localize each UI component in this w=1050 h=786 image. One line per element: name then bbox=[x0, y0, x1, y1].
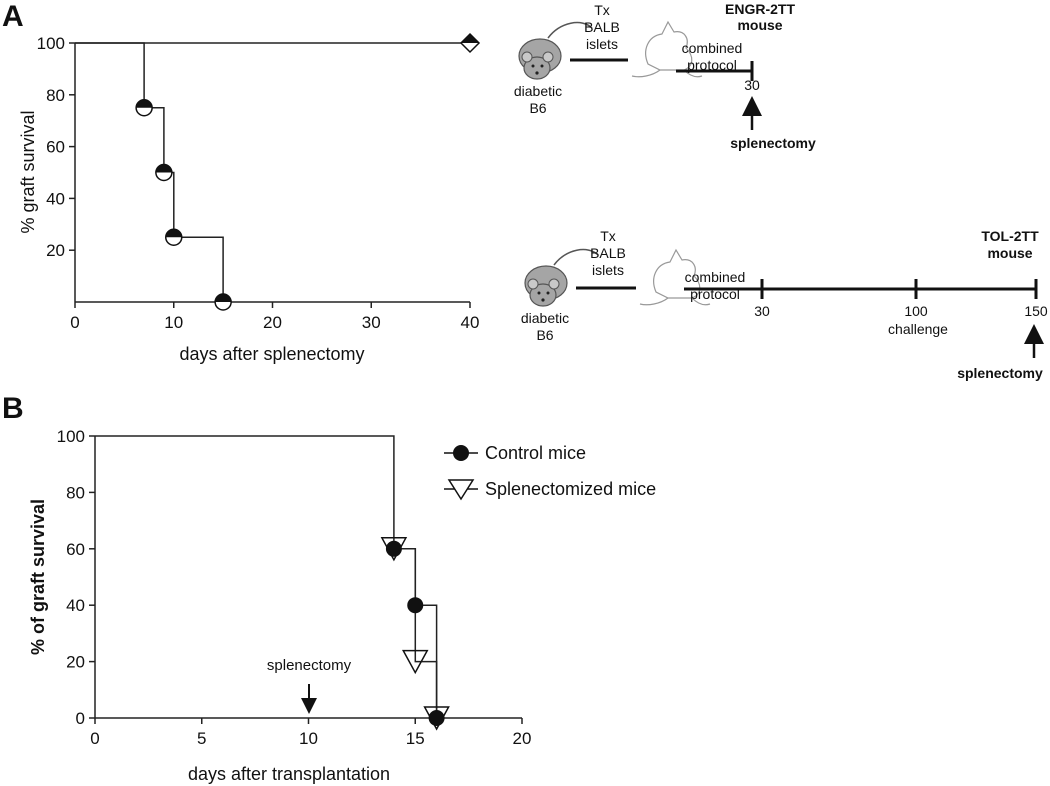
engr-recipient-line2: B6 bbox=[529, 100, 546, 116]
engr-tx-line1: Tx bbox=[594, 2, 610, 18]
legend-control-label: Control mice bbox=[485, 443, 586, 463]
legend-control-marker bbox=[453, 445, 469, 461]
engr-tx-line3: islets bbox=[586, 36, 618, 52]
y-tick-label: 80 bbox=[46, 86, 65, 105]
tol-protocol-line2: protocol bbox=[690, 286, 740, 302]
series-line-0 bbox=[75, 42, 224, 302]
legend-splenectomized-label: Splenectomized mice bbox=[485, 479, 656, 499]
engr-splenectomy-label: splenectomy bbox=[730, 135, 816, 151]
chart-b-annotation: splenectomy bbox=[267, 657, 352, 674]
donor-mouse-icon bbox=[639, 248, 711, 306]
legend-splenectomized-marker bbox=[447, 479, 475, 501]
tol-day-100: 100 bbox=[904, 303, 928, 319]
data-point bbox=[380, 537, 408, 562]
data-point bbox=[459, 32, 481, 54]
x-tick-label: 30 bbox=[362, 313, 381, 332]
chart-a-y-label: % graft survival bbox=[18, 110, 38, 233]
x-tick-label: 15 bbox=[406, 729, 425, 748]
tol-tx-line1: Tx bbox=[600, 228, 616, 244]
chart-b-ticks: 0 5 10 15 20 0 20 40 60 80 100 bbox=[57, 427, 532, 748]
chart-b: 0 5 10 15 20 0 20 40 60 80 100 splenectomy days af… bbox=[28, 427, 656, 784]
data-point bbox=[423, 706, 450, 731]
chart-b-x-label: days after transplantation bbox=[188, 764, 390, 784]
engr-2tt-scheme: diabetic B6 Tx BALB islets combined prot… bbox=[514, 1, 816, 151]
chart-a-series-lines bbox=[75, 42, 470, 302]
chart-b-legend: Control mice Splenectomized mice bbox=[444, 443, 656, 501]
chart-a-ticks: 0 10 20 30 40 20 40 60 80 100 bbox=[37, 34, 480, 332]
tol-title-line2: mouse bbox=[987, 245, 1032, 261]
y-tick-label: 40 bbox=[46, 189, 65, 208]
tol-protocol-line1: combined bbox=[685, 269, 746, 285]
tol-2tt-scheme: diabetic B6 Tx BALB islets combined prot… bbox=[521, 228, 1048, 381]
y-tick-label: 100 bbox=[57, 427, 85, 446]
diabetic-mouse-icon bbox=[518, 21, 593, 80]
data-point bbox=[135, 99, 153, 117]
engr-title-line2: mouse bbox=[737, 17, 782, 33]
chart-b-markers bbox=[380, 537, 450, 731]
engr-tx-line2: BALB bbox=[584, 19, 620, 35]
y-tick-label: 60 bbox=[46, 138, 65, 157]
data-point bbox=[407, 597, 424, 614]
x-tick-label: 20 bbox=[263, 313, 282, 332]
x-tick-label: 5 bbox=[197, 729, 206, 748]
data-point bbox=[155, 163, 173, 182]
data-point bbox=[165, 228, 183, 246]
y-tick-label: 20 bbox=[66, 653, 85, 672]
chart-a-markers bbox=[135, 32, 481, 311]
engr-protocol-line1: combined bbox=[682, 40, 743, 56]
x-tick-label: 0 bbox=[70, 313, 79, 332]
tol-tx-line2: BALB bbox=[590, 245, 626, 261]
panel-letter-a: A bbox=[2, 0, 24, 33]
y-tick-label: 100 bbox=[37, 34, 65, 53]
tol-title-line1: TOL-2TT bbox=[981, 228, 1039, 244]
chart-a-x-label: days after splenectomy bbox=[179, 344, 364, 364]
tol-recipient-line2: B6 bbox=[536, 327, 553, 343]
engr-protocol-line2: protocol bbox=[687, 57, 737, 73]
x-tick-label: 10 bbox=[164, 313, 183, 332]
chart-b-y-label: % of graft survival bbox=[28, 499, 48, 655]
engr-recipient-line1: diabetic bbox=[514, 83, 562, 99]
tol-tx-line3: islets bbox=[592, 262, 624, 278]
data-point bbox=[214, 293, 232, 311]
panel-letter-b: B bbox=[2, 392, 24, 425]
tol-day-30: 30 bbox=[754, 303, 770, 319]
x-tick-label: 40 bbox=[461, 313, 480, 332]
tol-day-150: 150 bbox=[1024, 303, 1048, 319]
y-tick-label: 60 bbox=[66, 540, 85, 559]
chart-a: 0 10 20 30 40 20 40 60 80 100 days after splenect… bbox=[18, 32, 481, 364]
series-line-0 bbox=[95, 435, 438, 718]
series-line-1 bbox=[393, 548, 438, 718]
x-tick-label: 0 bbox=[90, 729, 99, 748]
x-tick-label: 20 bbox=[513, 729, 532, 748]
tol-recipient-line1: diabetic bbox=[521, 310, 569, 326]
diabetic-mouse-icon bbox=[524, 248, 599, 307]
x-tick-label: 10 bbox=[299, 729, 318, 748]
tol-challenge-label: challenge bbox=[888, 321, 948, 337]
chart-b-series-lines bbox=[95, 435, 438, 718]
engr-day-label: 30 bbox=[744, 77, 760, 93]
engr-title-line1: ENGR-2TT bbox=[725, 1, 795, 17]
y-tick-label: 0 bbox=[76, 709, 85, 728]
data-point bbox=[401, 649, 429, 675]
y-tick-label: 20 bbox=[46, 241, 65, 260]
y-tick-label: 80 bbox=[66, 483, 85, 502]
tol-splenectomy-label: splenectomy bbox=[957, 365, 1043, 381]
y-tick-label: 40 bbox=[66, 596, 85, 615]
